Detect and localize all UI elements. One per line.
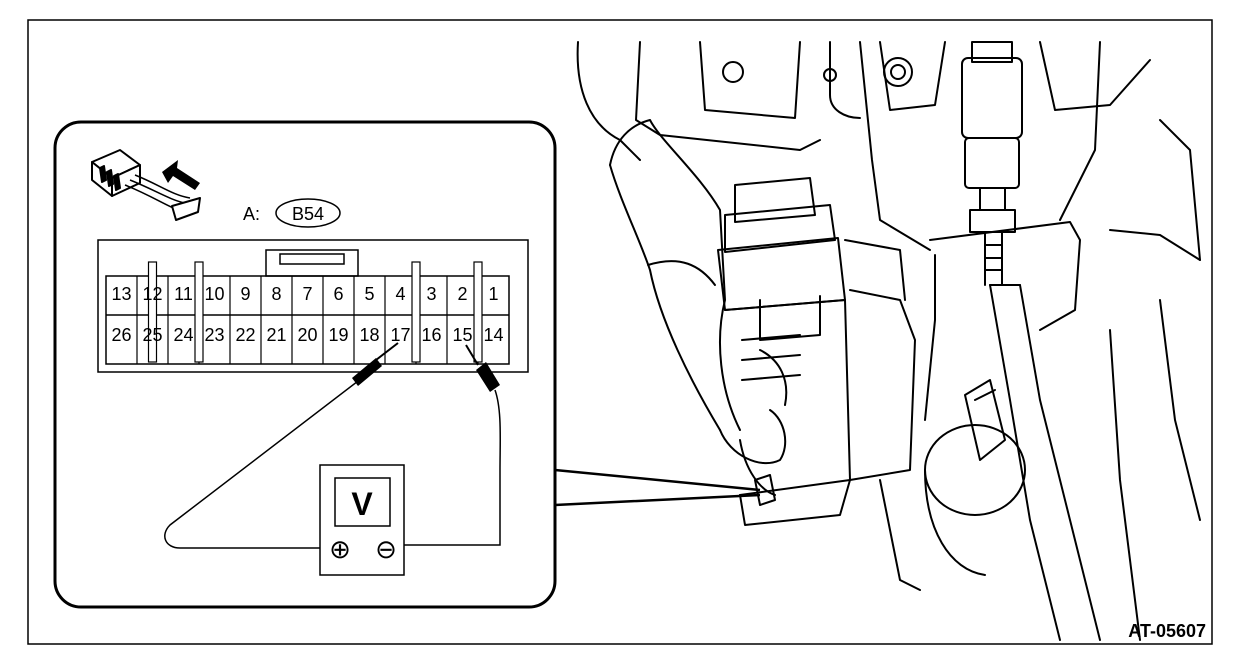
pin-number-bottom: 20	[297, 325, 317, 345]
pin-number-bottom: 19	[328, 325, 348, 345]
key-post	[194, 261, 204, 363]
connector-label-prefix: A:	[243, 204, 260, 224]
pin-number-bottom: 16	[421, 325, 441, 345]
pin-number-top: 3	[426, 284, 436, 304]
pin-number-bottom: 25	[142, 325, 162, 345]
pin-grid	[105, 261, 510, 365]
pin-number-bottom: 17	[390, 325, 410, 345]
pin-number-bottom: 21	[266, 325, 286, 345]
pin-number-top: 4	[395, 284, 405, 304]
pin-number-top: 12	[142, 284, 162, 304]
negative-terminal: ⊖	[375, 534, 397, 564]
probe-icon	[352, 342, 500, 392]
pin-number-bottom: 24	[173, 325, 193, 345]
pin-number-top: 11	[174, 284, 193, 304]
pin-number-bottom: 26	[111, 325, 131, 345]
pin-number-top: 1	[488, 284, 498, 304]
pin-block	[105, 275, 510, 365]
key-post	[147, 261, 158, 363]
positive-terminal: ⊕	[329, 534, 351, 564]
probe-wires	[164, 377, 502, 549]
pin-number-top: 5	[364, 284, 374, 304]
voltmeter-icon: V ⊕ ⊖	[319, 464, 405, 576]
pin-number-bottom: 14	[483, 325, 503, 345]
pin-number-top: 7	[302, 284, 312, 304]
connector-face	[97, 239, 529, 373]
connector-icon	[91, 149, 201, 221]
key-post	[411, 261, 421, 363]
vehicle-illustration	[576, 41, 1201, 641]
pin-number-bottom: 23	[204, 325, 224, 345]
connector-code: B54	[292, 204, 324, 224]
pin-number-top: 13	[111, 284, 131, 304]
pin-number-bottom: 22	[235, 325, 255, 345]
pin-number-top: 8	[271, 284, 281, 304]
pin-number-top: 2	[457, 284, 467, 304]
pin-number-bottom: 18	[359, 325, 379, 345]
pin-number-top: 10	[204, 284, 224, 304]
pin-number-top: 9	[240, 284, 250, 304]
key-post	[473, 261, 483, 363]
insert-direction-arrow-icon	[162, 160, 200, 190]
connector-code-oval	[275, 198, 341, 228]
pin-number-bottom: 15	[452, 325, 472, 345]
figure-id: AT-05607	[1128, 621, 1206, 641]
figure-frame	[27, 19, 1213, 645]
leader-line	[554, 468, 761, 507]
voltmeter-symbol: V	[351, 486, 373, 522]
pin-number-top: 6	[333, 284, 343, 304]
